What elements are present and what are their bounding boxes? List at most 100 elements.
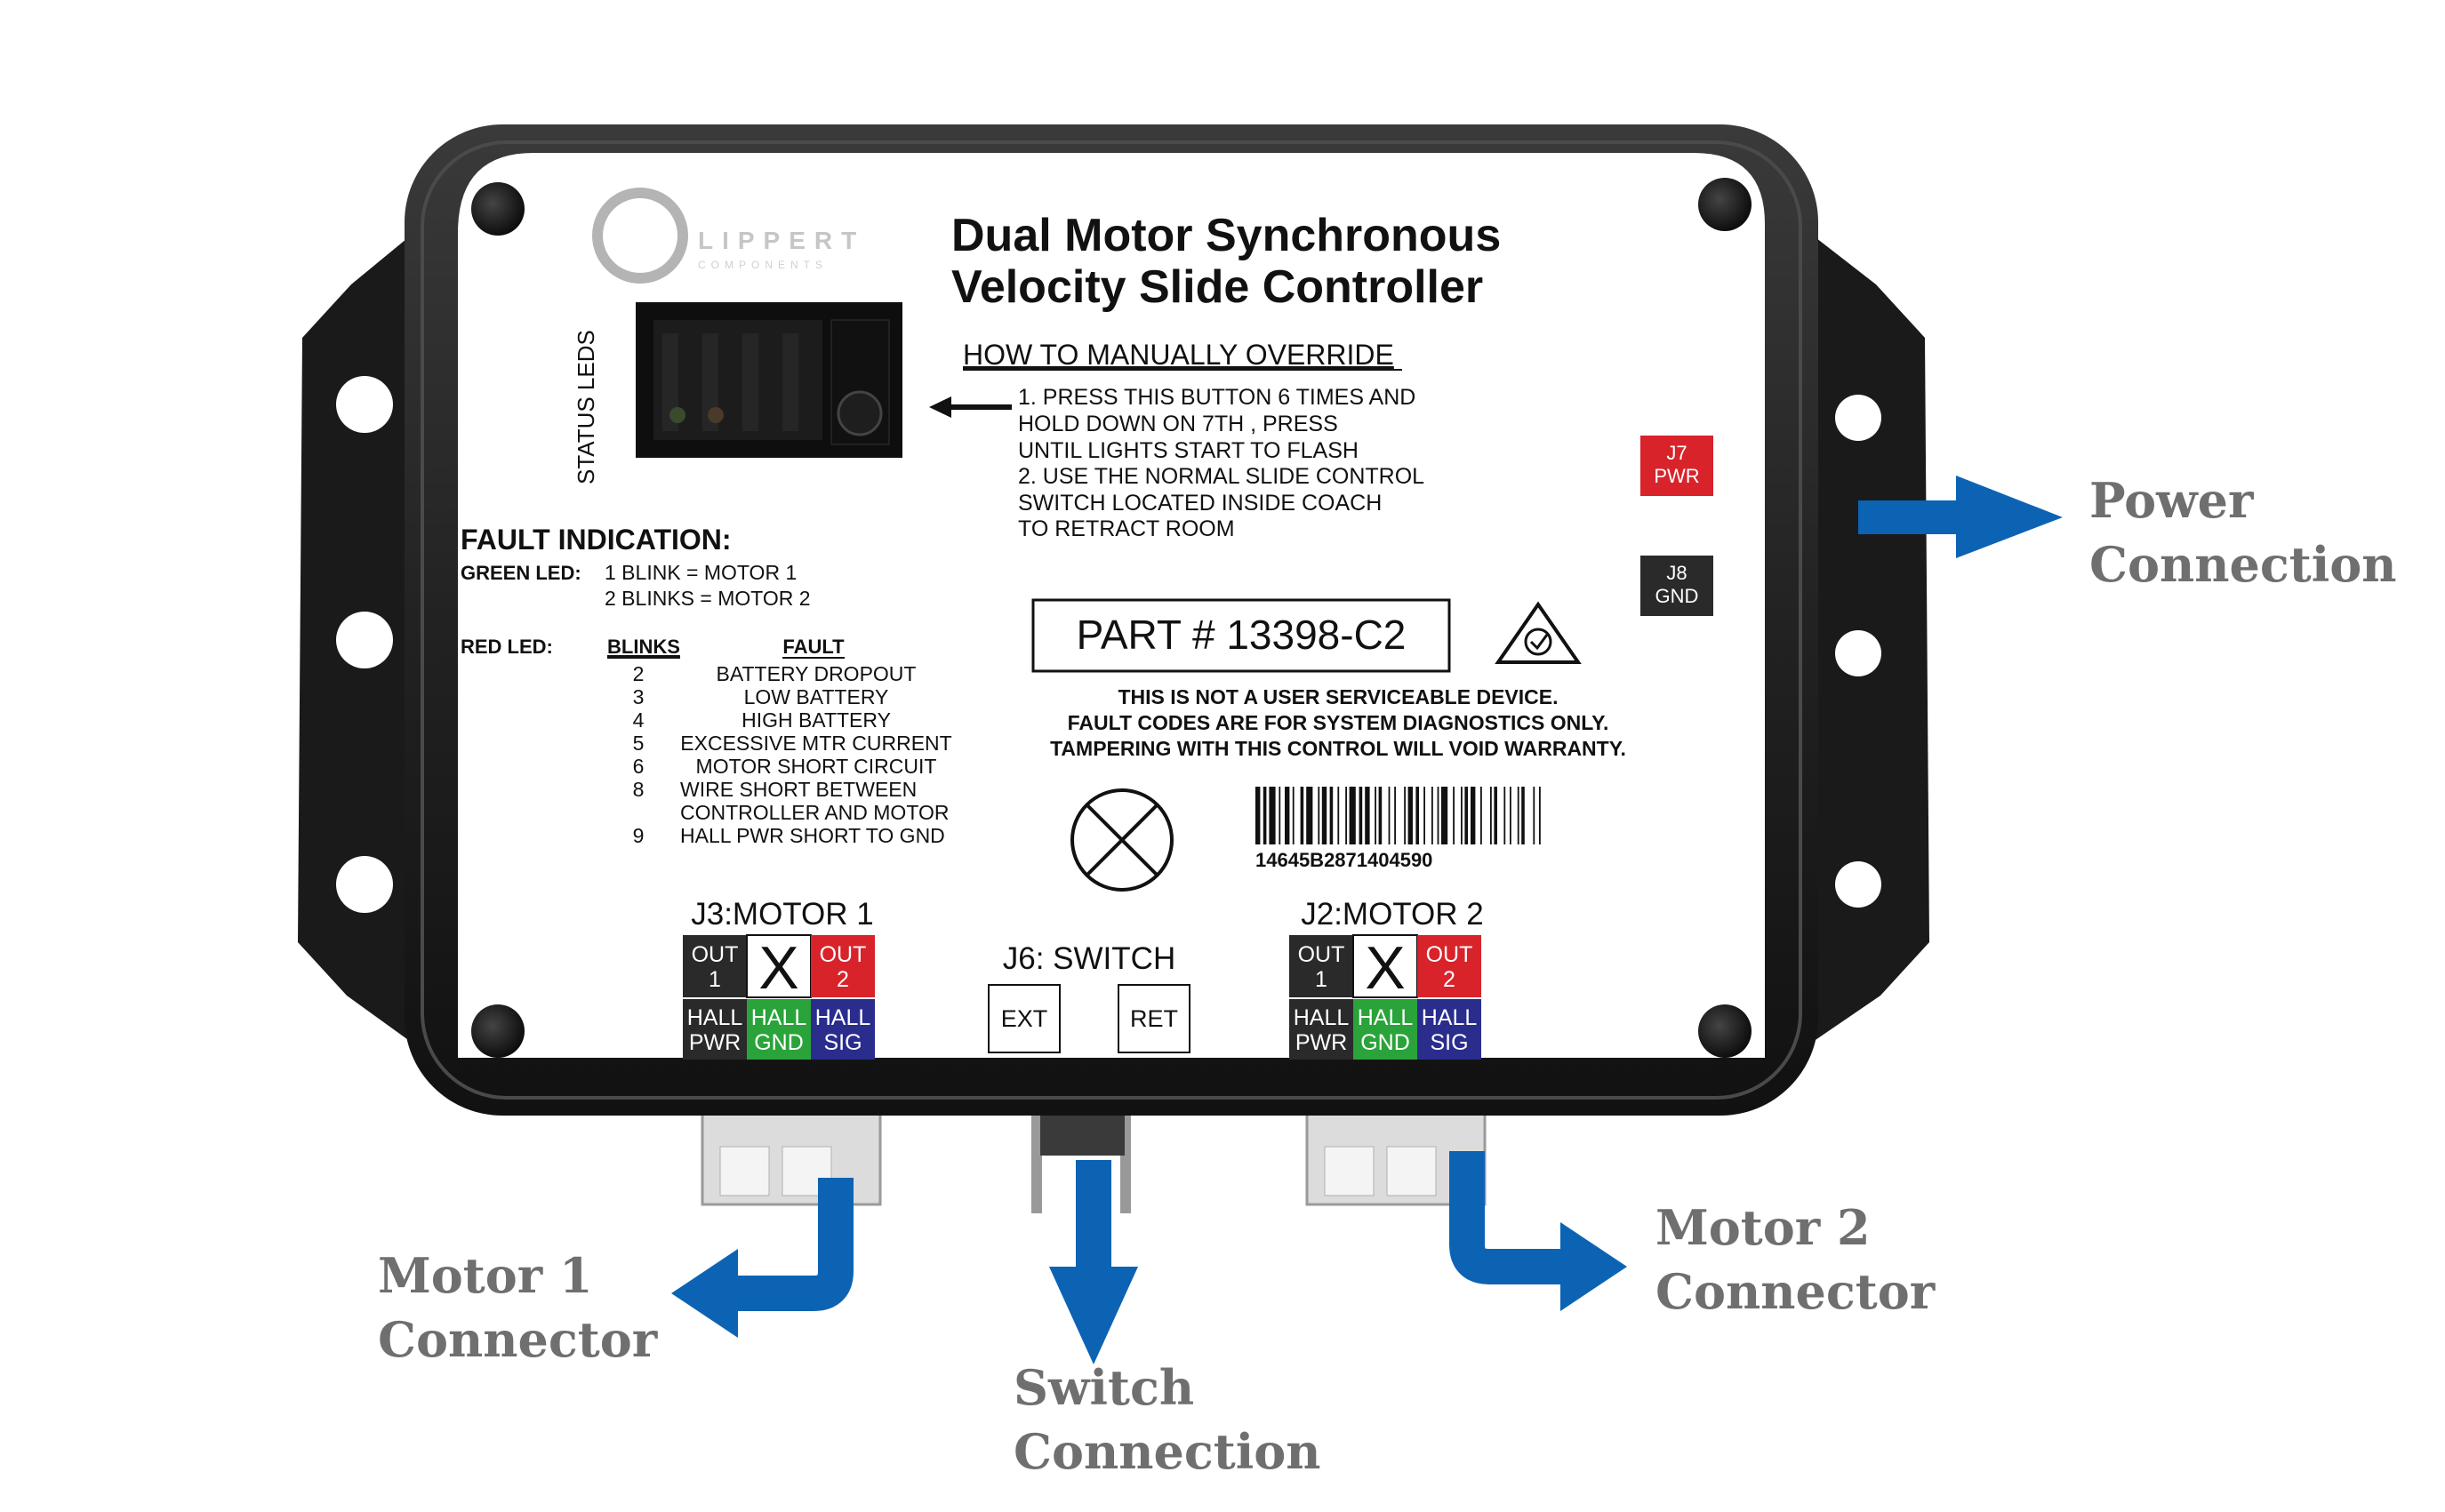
logo-sub-text: COMPONENTS [698, 259, 828, 271]
callout-line: Motor 1 [378, 1247, 593, 1304]
override-line: HOLD DOWN ON 7TH , PRESS [1018, 412, 1338, 436]
svg-text:GND: GND [1360, 1030, 1410, 1055]
svg-text:HALL: HALL [1358, 1005, 1414, 1030]
ext-terminal: EXT [988, 984, 1061, 1053]
fault-code: 8 [633, 778, 645, 801]
svg-text:J8: J8 [1666, 562, 1687, 584]
switch-connection-callout: Switch Connection [1014, 1356, 1321, 1484]
barcode-bar [1394, 787, 1396, 844]
barcode-bar [1494, 787, 1497, 844]
barcode-bar [1453, 787, 1455, 844]
svg-text:HALL: HALL [1294, 1005, 1350, 1030]
warning-line: FAULT CODES ARE FOR SYSTEM DIAGNOSTICS O… [1068, 711, 1609, 734]
barcode-number: 14645B2871404590 [1255, 849, 1432, 871]
red-status-led [708, 407, 724, 423]
motor2-arrow-head [1560, 1222, 1627, 1311]
fault-text: EXCESSIVE MTR CURRENT [680, 732, 951, 755]
svg-text:GND: GND [1655, 585, 1699, 607]
override-line: 2. USE THE NORMAL SLIDE CONTROL [1018, 464, 1424, 489]
barcode-bar [1490, 787, 1492, 844]
svg-text:PWR: PWR [1654, 465, 1699, 487]
fault-text: WIRE SHORT BETWEEN [680, 778, 917, 801]
svg-text:2: 2 [837, 967, 849, 992]
label-title-line2: Velocity Slide Controller [951, 261, 1483, 313]
fault-code: 4 [633, 708, 645, 732]
barcode-bar [1539, 787, 1541, 844]
barcode-bar [1503, 787, 1506, 844]
svg-text:OUT: OUT [820, 942, 867, 967]
barcode-bar [1437, 787, 1439, 844]
svg-text:1: 1 [1315, 967, 1327, 992]
svg-text:EXT: EXT [1001, 1005, 1048, 1032]
callout-line: Connection [2089, 536, 2397, 593]
green-led-line: 2 BLINKS = MOTOR 2 [605, 587, 811, 610]
motor1-connector-plug [701, 1105, 882, 1206]
svg-text:HALL: HALL [687, 1005, 743, 1030]
barcode-bar [1480, 787, 1482, 844]
barcode-bar [1533, 787, 1535, 844]
svg-text:J7: J7 [1666, 442, 1687, 464]
override-line: 1. PRESS THIS BUTTON 6 TIMES AND [1018, 385, 1415, 410]
barcode [1255, 787, 1541, 844]
override-button[interactable] [837, 390, 883, 436]
barcode-bar [1431, 787, 1433, 844]
barcode-bar [1269, 787, 1276, 844]
barcode-bar [1263, 787, 1267, 844]
fault-code: 5 [633, 732, 645, 755]
svg-text:HALL: HALL [815, 1005, 871, 1030]
barcode-bar [1337, 787, 1340, 844]
barcode-bar [1321, 787, 1327, 844]
svg-text:1: 1 [709, 967, 721, 992]
label-title-line1: Dual Motor Synchronous [951, 210, 1501, 261]
red-led-label: RED LED: [461, 636, 553, 658]
callout-line: Connector [378, 1311, 658, 1368]
j2-pin-grid: OUT 1 X OUT 2 HALL PWR HALL GND HALL SIG [1289, 934, 1481, 1060]
svg-text:SIG: SIG [823, 1030, 862, 1055]
fault-code: 2 [633, 662, 645, 685]
callout-line: Switch [1014, 1359, 1195, 1416]
barcode-bar [1365, 787, 1370, 844]
barcode-bar [1285, 787, 1290, 844]
barcode-bar [1375, 787, 1376, 844]
switch-connection-arrow [1049, 1160, 1138, 1364]
callout-line: Connection [1014, 1423, 1321, 1480]
svg-text:X: X [1365, 934, 1405, 1002]
fault-indication-heading: FAULT INDICATION: [461, 524, 732, 556]
svg-text:OUT: OUT [1298, 942, 1345, 967]
svg-text:OUT: OUT [692, 942, 739, 967]
barcode-bar [1329, 787, 1334, 844]
fault-text: HIGH BATTERY [742, 708, 891, 732]
part-number: PART # 13398-C2 [1077, 612, 1407, 658]
blinks-header: BLINKS [607, 636, 680, 658]
motor2-connector-callout: Motor 2 Connector [1655, 1196, 1935, 1324]
logo-brand-text: LIPPERT [698, 227, 865, 254]
barcode-bar [1359, 787, 1363, 844]
fault-text: LOW BATTERY [744, 685, 889, 708]
svg-text:SIG: SIG [1430, 1030, 1468, 1055]
override-line: UNTIL LIGHTS START TO FLASH [1018, 438, 1359, 463]
j3-motor1-title: J3:MOTOR 1 [691, 897, 874, 932]
power-connection-callout: Power Connection [2089, 468, 2397, 596]
svg-text:HALL: HALL [751, 1005, 807, 1030]
fault-code: 9 [633, 824, 645, 847]
svg-text:GND: GND [754, 1030, 804, 1055]
motor1-arrow-head [671, 1249, 738, 1338]
fault-text: CONTROLLER AND MOTOR [680, 801, 949, 824]
j2-motor2-title: J2:MOTOR 2 [1301, 897, 1484, 932]
barcode-bar [1521, 787, 1525, 844]
svg-text:RET: RET [1130, 1005, 1178, 1032]
do-not-open-x-icon [1070, 788, 1174, 892]
barcode-bar [1345, 787, 1347, 844]
ret-terminal: RET [1118, 984, 1190, 1053]
barcode-bar [1423, 787, 1425, 844]
warning-line: THIS IS NOT A USER SERVICEABLE DEVICE. [1118, 685, 1558, 708]
green-status-led [669, 407, 685, 423]
callout-line: Connector [1655, 1263, 1936, 1320]
override-pointer-arrow [929, 396, 1012, 418]
j7-pwr-badge: J7 PWR [1640, 436, 1713, 496]
j6-switch-title: J6: SWITCH [1003, 941, 1175, 976]
warning-line: TAMPERING WITH THIS CONTROL WILL VOID WA… [1050, 737, 1626, 760]
svg-text:PWR: PWR [689, 1030, 741, 1055]
barcode-bar [1318, 787, 1320, 844]
